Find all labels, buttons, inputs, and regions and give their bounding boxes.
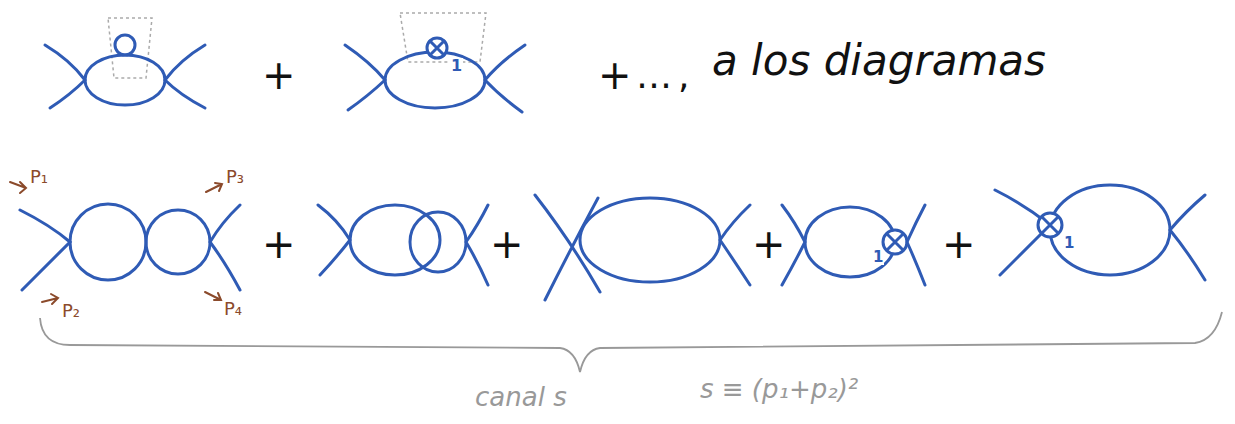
momentum-label: P₃ [226, 168, 244, 186]
callout-number: 1 [872, 250, 884, 265]
plus-sign: + [490, 224, 524, 264]
definition-label: s ≡ (p₁+p₂)² [700, 376, 858, 402]
momentum-label: P₄ [224, 300, 242, 318]
plus-sign: + [262, 224, 296, 264]
dashed-box [108, 13, 486, 78]
plus-sign: + [942, 224, 976, 264]
handwritten-note: a los diagramas [712, 40, 1046, 82]
plus-sign: + [598, 55, 632, 95]
channel-label: canal s [475, 384, 567, 410]
callout-number: 1 [450, 58, 463, 74]
momentum-label: P₁ [30, 168, 48, 186]
plus-sign: + [262, 55, 296, 95]
momentum-label: P₂ [62, 302, 80, 320]
brace [40, 312, 1222, 372]
comma: , [678, 58, 689, 94]
propagators [20, 35, 1205, 300]
plus-sign: + [752, 224, 786, 264]
ellipsis: … [636, 58, 672, 94]
momentum-arrows [10, 182, 222, 304]
callout-number: 1 [1063, 236, 1075, 251]
